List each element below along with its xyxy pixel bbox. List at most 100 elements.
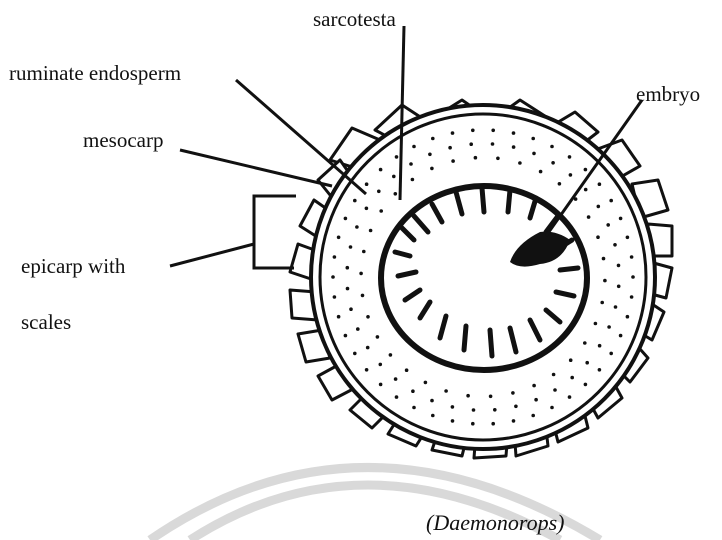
stipple-dot [395, 395, 399, 399]
stipple-dot [607, 325, 611, 329]
stipple-dot [512, 145, 516, 149]
stipple-dot [466, 394, 470, 398]
stipple-dot [531, 137, 535, 141]
label-ruminate-endosperm: ruminate endosperm [9, 63, 181, 84]
stipple-dot [626, 315, 630, 319]
stipple-dot [412, 406, 416, 410]
stipple-dot [431, 414, 435, 418]
stipple-dot [430, 167, 434, 171]
stipple-dot [331, 275, 335, 279]
mesocarp-leader [180, 150, 332, 186]
stipple-dot [471, 129, 475, 133]
stipple-dot [617, 285, 621, 289]
stipple-dot [514, 405, 518, 409]
stipple-dot [597, 205, 601, 209]
stipple-dot [584, 383, 588, 387]
stipple-dot [471, 422, 475, 426]
stipple-dot [379, 209, 383, 213]
stipple-dot [412, 145, 416, 149]
stipple-dot [377, 190, 381, 194]
stipple-dot [570, 376, 574, 380]
label-mesocarp: mesocarp [83, 130, 163, 151]
stipple-dot [626, 236, 630, 240]
stipple-dot [532, 384, 536, 388]
stipple-dot [365, 207, 369, 211]
stipple-dot [411, 178, 415, 182]
epicarp-leader [170, 244, 254, 266]
stipple-dot [491, 129, 495, 133]
stipple-dot [389, 353, 393, 357]
stipple-dot [584, 188, 588, 192]
stipple-dot [369, 229, 373, 233]
stipple-dot [491, 142, 495, 146]
stipple-dot [598, 344, 602, 348]
stipple-dot [346, 266, 350, 270]
stipple-dot [394, 377, 398, 381]
stipple-dot [395, 155, 399, 159]
stipple-dot [333, 255, 337, 259]
stipple-dot [451, 419, 455, 423]
stipple-dot [613, 243, 617, 247]
stipple-dot [584, 168, 588, 172]
stipple-dot [512, 419, 516, 423]
stipple-dot [603, 279, 607, 283]
stipple-dot [596, 235, 600, 239]
stipple-dot [359, 272, 363, 276]
stipple-dot [353, 199, 357, 203]
stipple-dot [409, 162, 413, 166]
stipple-dot [550, 145, 554, 149]
stipple-dot [376, 335, 380, 339]
stipple-dot [568, 395, 572, 399]
stipple-dot [392, 175, 396, 179]
stipple-dot [493, 408, 497, 412]
stipple-dot [361, 294, 365, 298]
stipple-dot [362, 250, 366, 254]
stipple-dot [365, 368, 369, 372]
epicarp-bracket [254, 196, 296, 268]
stipple-dot [583, 341, 587, 345]
stipple-dot [531, 414, 535, 418]
stipple-dot [552, 373, 556, 377]
stipple-dot [553, 388, 557, 392]
stipple-dot [598, 368, 602, 372]
stipple-dot [474, 156, 478, 160]
stipple-dot [518, 161, 522, 165]
stipple-dot [619, 334, 623, 338]
stipple-dot [355, 225, 359, 229]
stipple-dot [619, 217, 623, 221]
stipple-dot [606, 223, 610, 227]
stipple-dot [550, 406, 554, 410]
stipple-dot [551, 161, 555, 165]
stipple-dot [631, 275, 635, 279]
stipple-dot [356, 327, 360, 331]
stipple-dot [379, 168, 383, 172]
stipple-dot [539, 170, 543, 174]
label-embryo: embryo [636, 84, 700, 105]
stipple-dot [609, 352, 613, 356]
stipple-dot [491, 422, 495, 426]
stipple-dot [411, 389, 415, 393]
stipple-dot [424, 381, 428, 385]
stipple-dot [534, 398, 538, 402]
stipple-dot [337, 315, 341, 319]
stipple-dot [394, 192, 398, 196]
stipple-dot [489, 395, 493, 399]
stipple-dot [431, 137, 435, 141]
stipple-dot [587, 215, 591, 219]
label-scales: scales [21, 312, 71, 333]
stipple-dot [366, 315, 370, 319]
stipple-dot [472, 408, 476, 412]
stipple-dot [469, 142, 473, 146]
stipple-dot [614, 305, 618, 309]
stipple-dot [630, 255, 634, 259]
label-sarcotesta: sarcotesta [313, 9, 396, 30]
stipple-dot [430, 399, 434, 403]
stipple-dot [569, 358, 573, 362]
stipple-dot [532, 152, 536, 156]
stipple-dot [365, 182, 369, 186]
stipple-dot [602, 257, 606, 261]
stipple-dot [451, 159, 455, 163]
stipple-dot [366, 346, 370, 350]
stipple-dot [379, 383, 383, 387]
stipple-dot [600, 301, 604, 305]
